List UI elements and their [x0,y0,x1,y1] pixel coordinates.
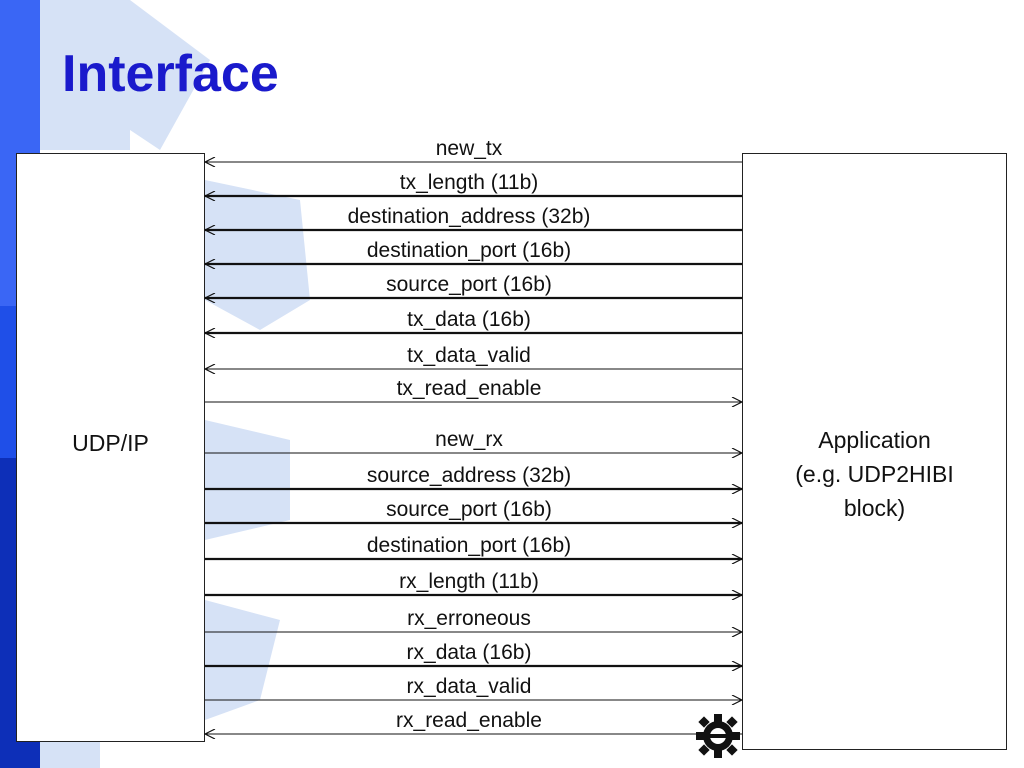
signal-label-1: tx_length (11b) [400,171,539,194]
signal-label-12: rx_length (11b) [399,570,539,593]
signal-label-11: destination_port (16b) [367,534,571,557]
app-block-label: Application (e.g. UDP2HIBI block) [743,423,1006,525]
application-block: Application (e.g. UDP2HIBI block) [742,153,1007,750]
udp-ip-block: UDP/IP [16,153,205,742]
gear-logo-icon [696,714,740,758]
app-label-line-3: block) [843,495,906,521]
signal-label-15: rx_data_valid [407,675,532,698]
signal-label-16: rx_read_enable [396,709,542,732]
slide-title: Interface [62,45,279,103]
signal-label-8: new_rx [435,428,503,451]
signal-label-4: source_port (16b) [386,273,552,296]
signal-label-13: rx_erroneous [407,607,531,630]
app-label-line-1: Application [818,427,931,453]
signal-label-6: tx_data_valid [407,344,531,367]
app-label-line-2: (e.g. UDP2HIBI [795,461,954,487]
signal-label-7: tx_read_enable [397,377,542,400]
signal-label-9: source_address (32b) [367,464,571,487]
signal-label-5: tx_data (16b) [407,308,531,331]
signal-label-2: destination_address (32b) [348,205,591,228]
signal-label-10: source_port (16b) [386,498,552,521]
signal-label-14: rx_data (16b) [407,641,532,664]
signal-label-0: new_tx [436,137,503,160]
udp-block-label: UDP/IP [72,430,149,456]
signal-label-3: destination_port (16b) [367,239,571,262]
